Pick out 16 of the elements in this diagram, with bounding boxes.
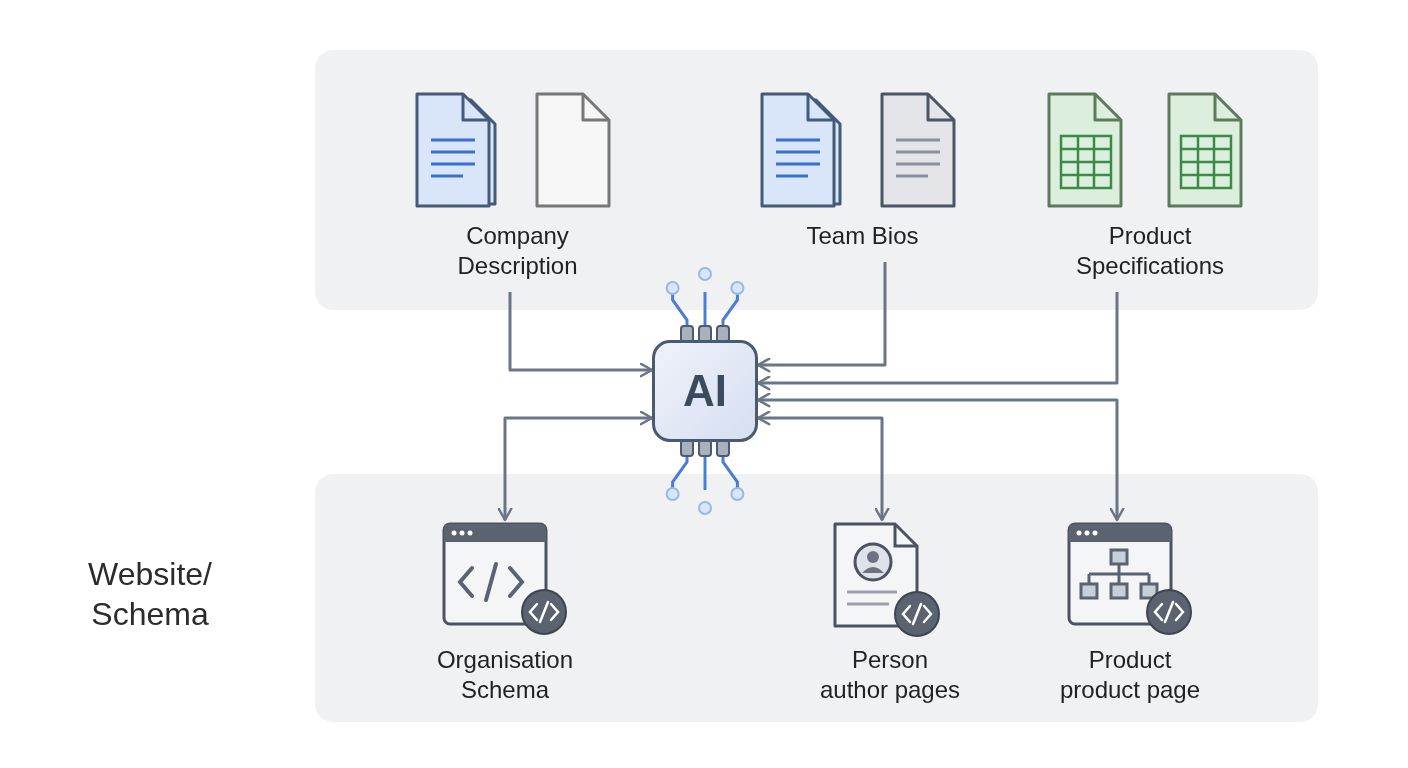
item-label: Team Bios	[806, 221, 919, 251]
arrow	[756, 392, 1125, 522]
item-label: Organisation Schema	[435, 645, 575, 705]
chip-label: AI	[683, 366, 727, 416]
arrow	[756, 292, 1119, 391]
item-label: Company Description	[456, 221, 579, 281]
arrow	[497, 410, 654, 522]
item-label: Product product page	[1058, 645, 1202, 705]
chip-box	[652, 340, 758, 442]
item-label: Product Specifications	[1074, 221, 1226, 281]
arrow	[508, 292, 654, 378]
item-label: Person author pages	[818, 645, 962, 705]
panel-background	[315, 50, 1318, 310]
arrow	[756, 262, 887, 373]
arrow	[756, 410, 890, 522]
section-heading: Website/ Schema	[87, 555, 213, 634]
